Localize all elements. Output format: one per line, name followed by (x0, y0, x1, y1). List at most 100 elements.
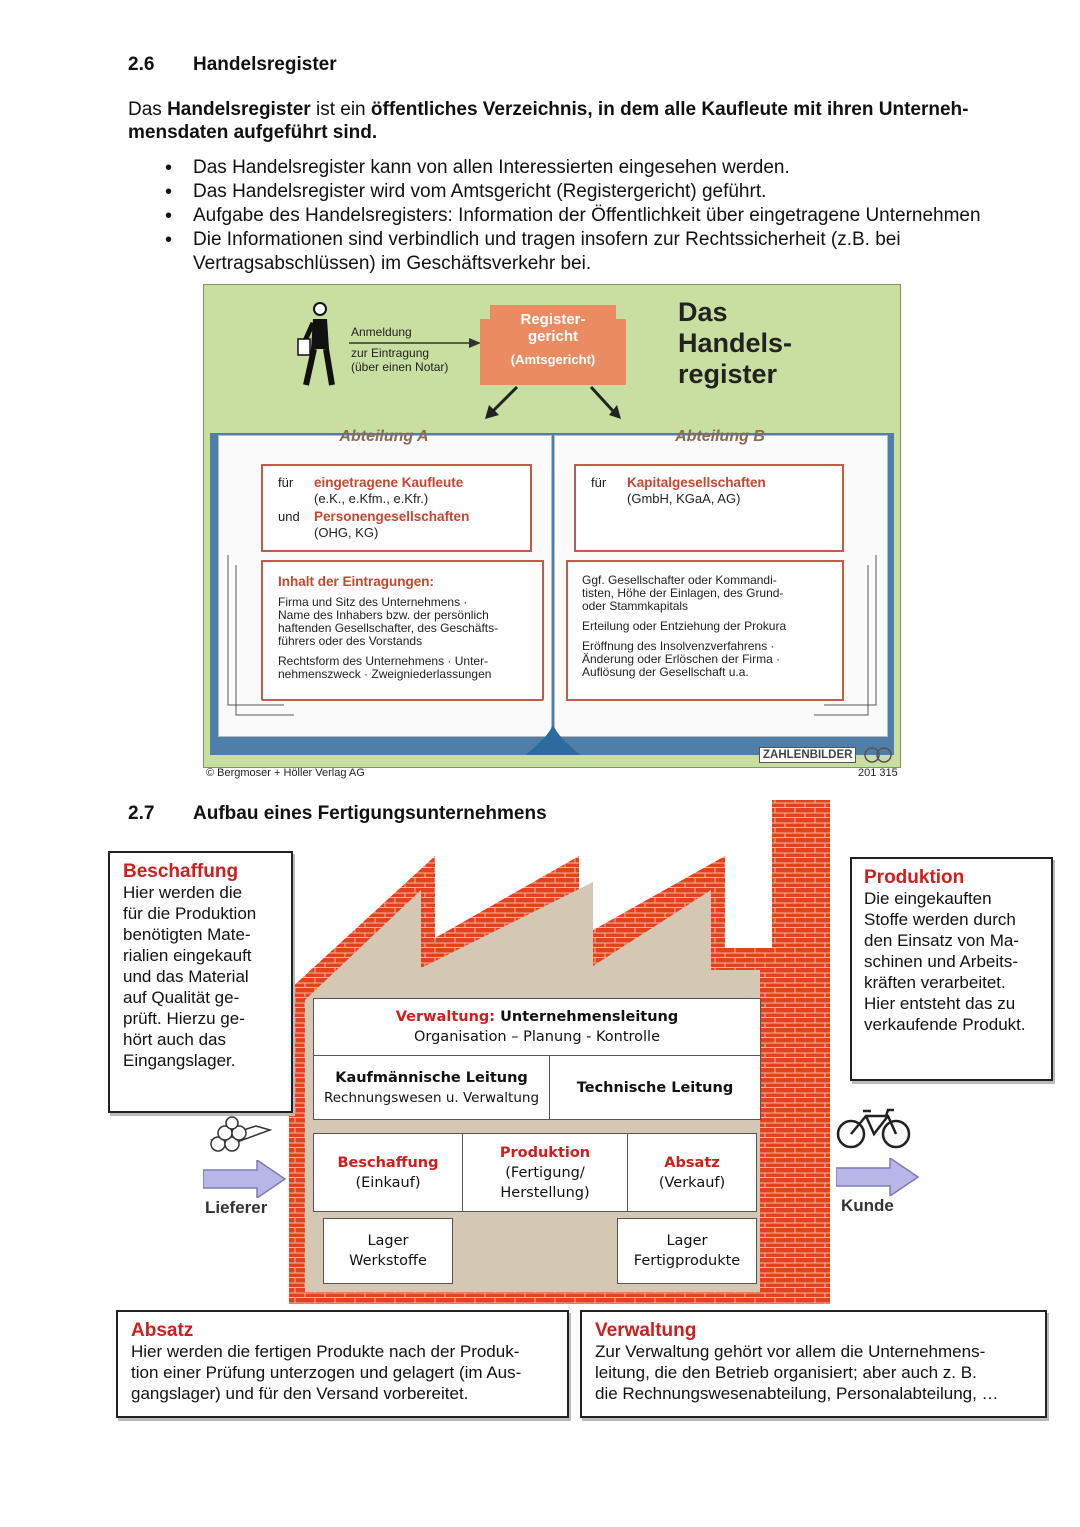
note-line: gangslager) und für den Versand vorberei… (131, 1384, 469, 1403)
note-title: Beschaffung (123, 861, 239, 882)
inhalt-box-right: Ggf. Gesellschafter oder Kommandi- tiste… (566, 560, 844, 701)
note-line: Eingangslager. (123, 1051, 236, 1070)
copyright: © Bergmoser + Höller Verlag AG (206, 767, 365, 779)
list-item: Das Handelsregister kann von allen Inter… (165, 156, 1045, 180)
intro-bold-term: Handelsregister (167, 99, 311, 120)
graphic-number: 201 315 (858, 767, 898, 779)
technische-leitung-label: Technische Leitung (576, 1079, 734, 1096)
lager-label: Lager (367, 1233, 409, 1249)
beschaffung-sub: (Einkauf) (355, 1174, 421, 1191)
bookmark-icon (526, 725, 580, 755)
note-line: verkaufende Produkt. (864, 1015, 1026, 1034)
lager-label: Lager (666, 1233, 708, 1249)
produktion-sub: Herstellung) (500, 1184, 590, 1201)
section-title-fertigung: Aufbau eines Fertigungsunternehmens (193, 803, 547, 824)
abteilung-a-heading: Abteilung A (339, 428, 429, 445)
label-kapitalgesellschaften: Kapitalgesellschaften (627, 475, 766, 490)
logo-rings-icon (864, 747, 892, 763)
lieferer-label: Lieferer (205, 1198, 268, 1217)
note-line: Zur Verwaltung gehört vor allem die Unte… (595, 1342, 986, 1361)
anmeldung-detail: zur Eintragung (über einen Notar) (351, 346, 449, 374)
werkstoffe-label: Werkstoffe (349, 1253, 427, 1269)
note-title: Produktion (864, 867, 965, 888)
note-line: benötigten Mate- (123, 925, 251, 944)
list-item: Aufgabe des Handelsregisters: Informatio… (165, 204, 1045, 228)
page-edge-lines-icon (227, 555, 877, 716)
note-line: für die Produktion (123, 904, 257, 923)
arrow-right-icon (836, 1158, 920, 1196)
registergericht-building-icon (480, 305, 626, 385)
arrow-right-icon (203, 1160, 287, 1198)
note-absatz: Absatz Hier werden die fertigen Produkte… (116, 1310, 569, 1418)
intro-paragraph: Das Handelsregister ist ein öffentliches… (128, 98, 1028, 144)
intro-text: ist ein (310, 99, 371, 120)
label-personen-forms: (OHG, KG) (314, 525, 379, 540)
kaufmaennische-leitung-cell: Kaufmännische Leitung Rechnungswesen u. … (313, 1055, 550, 1120)
note-line: den Einsatz von Ma- (864, 931, 1019, 950)
note-line: die Rechnungswesenabteilung, Personalabt… (595, 1384, 999, 1403)
note-line: Die eingekauften (864, 889, 992, 908)
label-fuer: für (278, 475, 294, 490)
note-beschaffung: Beschaffung Hier werden die für die Prod… (108, 851, 293, 1113)
section-number-2-7: 2.7 (128, 803, 155, 824)
list-item: Das Handelsregister wird vom Amtsgericht… (165, 180, 1045, 204)
note-title: Verwaltung (595, 1320, 697, 1341)
note-line: Hier werden die (123, 883, 243, 902)
label-kapital-forms: (GmbH, KGaA, AG) (627, 491, 741, 506)
note-line: Hier entsteht das zu (864, 994, 1016, 1013)
note-line: leitung, die den Betrieb organisiert; ab… (595, 1363, 977, 1382)
produktion-red-label: Produktion (499, 1144, 591, 1161)
note-line: hört auch das (123, 1030, 227, 1049)
label-personengesellschaften: Personengesellschaften (314, 509, 470, 524)
note-line: und das Material (123, 967, 249, 986)
anmeldung-label: Anmeldung (351, 325, 412, 339)
beschaffung-red-label: Beschaffung (337, 1154, 439, 1171)
produktion-sub: (Fertigung/ (505, 1164, 585, 1181)
graphic-title: Das Handels- register (678, 297, 793, 389)
note-line: Hier werden die fertigen Produkte nach d… (131, 1342, 520, 1361)
absatz-cell: Absatz (Verkauf) (627, 1133, 757, 1212)
inhalt-title: Inhalt der Eintragungen: (278, 574, 435, 589)
fertigprodukte-label: Fertigprodukte (633, 1253, 741, 1269)
inhalt-box-left: Inhalt der Eintragungen: Firma und Sitz … (261, 560, 544, 701)
kaufm-sub: Rechnungswesen u. Verwaltung (323, 1089, 540, 1106)
inhalt-left-text: Firma und Sitz des Unternehmens · Name d… (278, 595, 499, 681)
handelsregister-graphic: Anmeldung zur Eintragung (über einen Not… (203, 284, 901, 768)
section-number-2-6: 2.6 (128, 54, 155, 75)
absatz-sub: (Verkauf) (658, 1174, 726, 1191)
list-item: Die Informationen sind verbindlich und t… (165, 228, 1045, 276)
person-with-briefcase-icon (297, 302, 335, 386)
note-line: prüft. Hierzu ge- (123, 1009, 245, 1028)
lager-fertigprodukte-cell: Lager Fertigprodukte (617, 1218, 757, 1284)
note-line: Stoffe werden durch (864, 910, 1016, 929)
logs-icon (209, 1116, 273, 1152)
abteilung-b-scope-box: für Kapitalgesellschaften (GmbH, KGaA, A… (574, 464, 844, 552)
note-line: auf Qualität ge- (123, 988, 240, 1007)
intro-text: Das (128, 99, 168, 120)
split-arrows-icon (485, 385, 621, 419)
label-eingetragene-kaufleute: eingetragene Kaufleute (314, 475, 464, 490)
note-produktion: Produktion Die eingekauften Stoffe werde… (850, 857, 1053, 1081)
note-line: kräften verarbeitet. (864, 973, 1006, 992)
bullet-list: Das Handelsregister kann von allen Inter… (165, 156, 1045, 276)
abteilung-b-heading: Abteilung B (675, 428, 765, 445)
verwaltung-sub: Organisation – Planung - Kontrolle (413, 1029, 661, 1045)
note-verwaltung: Verwaltung Zur Verwaltung gehört vor all… (580, 1310, 1047, 1418)
bicycle-icon (836, 1108, 911, 1149)
section-title-handelsregister: Handelsregister (193, 54, 337, 75)
note-line: rialien eingekauft (123, 946, 252, 965)
verwaltung-cell: Verwaltung: Unternehmensleitung Organisa… (313, 998, 761, 1056)
label-und: und (278, 509, 300, 524)
absatz-red-label: Absatz (664, 1154, 720, 1171)
beschaffung-cell: Beschaffung (Einkauf) (313, 1133, 463, 1212)
label-fuer: für (591, 475, 607, 490)
abteilung-a-scope-box: für eingetragene Kaufleute (e.K., e.Kfm.… (261, 464, 532, 552)
inhalt-right-text: Ggf. Gesellschafter oder Kommandi- tiste… (582, 573, 787, 679)
intro-bold-definition: öffentliches Verzeichnis, in dem alle Ka… (128, 99, 969, 143)
kaufm-title: Kaufmännische Leitung (335, 1069, 528, 1086)
label-kaufleute-forms: (e.K., e.Kfm., e.Kfr.) (314, 491, 429, 506)
arrow-right-icon (349, 338, 481, 348)
kunde-label: Kunde (841, 1196, 894, 1215)
lager-werkstoffe-cell: Lager Werkstoffe (323, 1218, 453, 1284)
technische-leitung-cell: Technische Leitung (549, 1055, 761, 1120)
